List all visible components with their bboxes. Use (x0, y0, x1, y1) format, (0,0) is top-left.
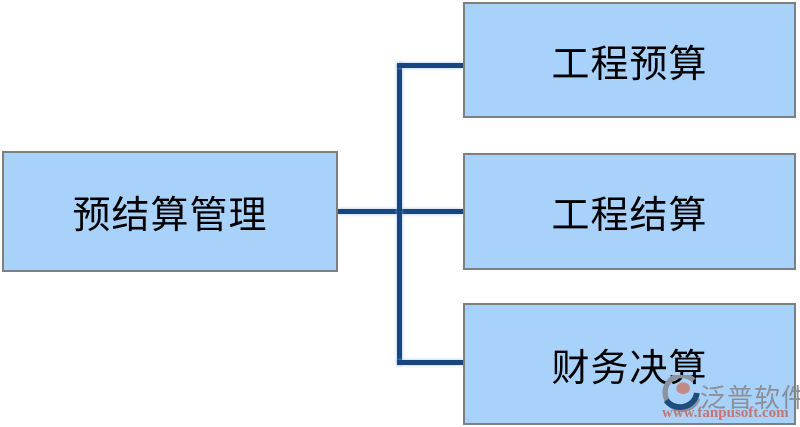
fanpu-logo-icon (662, 375, 700, 413)
node-child-budget: 工程预算 (463, 2, 796, 118)
watermark-url-text: www.fanpusoft.com (662, 405, 789, 421)
node-child-budget-label: 工程预算 (551, 43, 708, 86)
node-child-final-accounts-label: 财务决算 (551, 347, 708, 390)
watermark: 泛普软件 www.fanpusoft.com (660, 374, 800, 426)
node-root-label: 预结算管理 (72, 195, 268, 237)
node-root: 预结算管理 (2, 151, 338, 272)
node-child-final-accounts: 财务决算 (463, 303, 796, 425)
connector-branch-bottom (397, 360, 463, 365)
node-child-settlement: 工程结算 (463, 153, 796, 270)
watermark-brand-text: 泛普软件 (700, 383, 800, 413)
node-child-settlement-label: 工程结算 (551, 195, 708, 237)
connector-trunk-vertical (397, 63, 402, 365)
connector-branch-top (397, 63, 463, 68)
